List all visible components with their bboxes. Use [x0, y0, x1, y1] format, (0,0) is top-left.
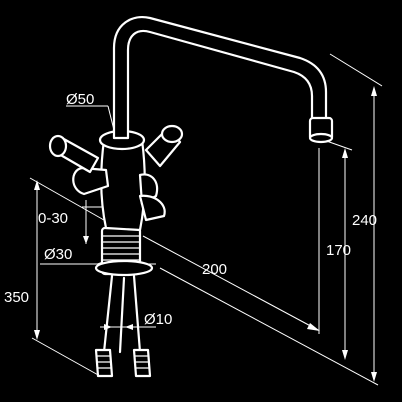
adjust-range-label: 0-30	[38, 210, 68, 227]
handles	[48, 124, 184, 174]
spout	[112, 16, 334, 144]
dimension-labels: 240 170 200 Ø50 0-30 Ø30 350 Ø10	[4, 91, 377, 328]
hose-length-label: 350	[4, 289, 29, 306]
supply-hoses	[94, 274, 152, 378]
threaded-shank	[94, 226, 154, 277]
spout-reach-label: 200	[202, 261, 227, 278]
outlet-height-label: 170	[326, 242, 351, 259]
valve-body	[72, 129, 166, 232]
shank-diameter-label: Ø30	[44, 246, 72, 263]
hose-diameter-label: Ø10	[144, 311, 172, 328]
spout-height-label: 240	[352, 212, 377, 229]
base-diameter-label: Ø50	[66, 91, 94, 108]
